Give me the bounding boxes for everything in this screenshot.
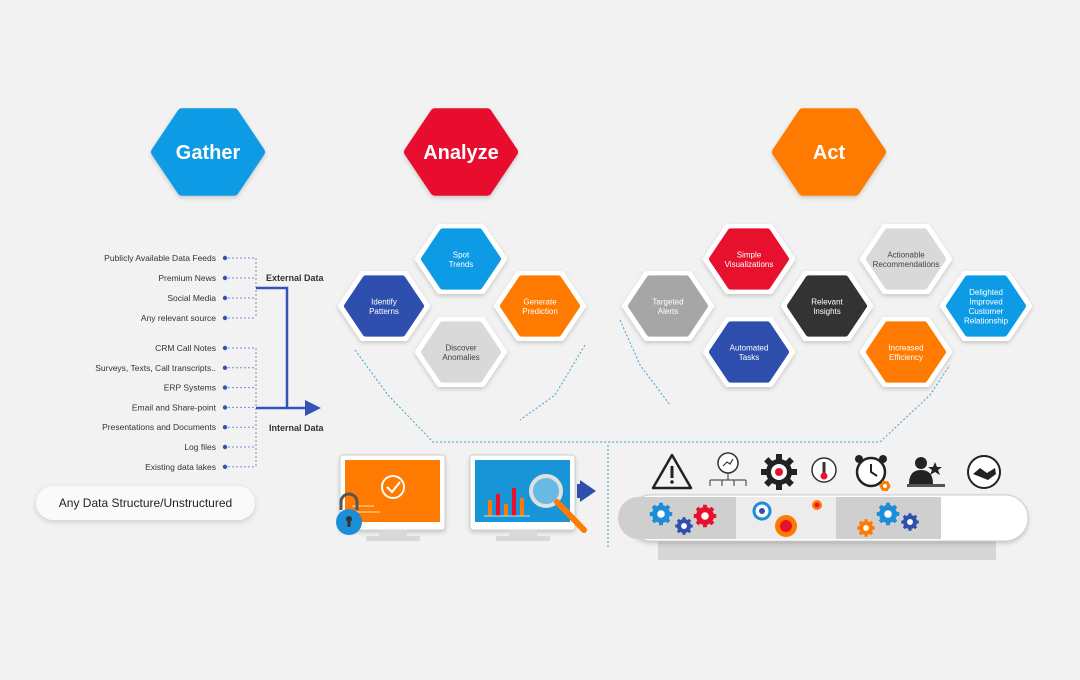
alarm-clock-icon xyxy=(855,455,891,492)
internal-data-label: Internal Data xyxy=(269,423,325,433)
hex-label: Automated xyxy=(730,343,769,352)
data-structure-pill: Any Data Structure/Unstructured xyxy=(36,486,255,520)
mini-bar xyxy=(512,488,516,516)
internal-source-label: CRM Call Notes xyxy=(155,343,216,353)
hex-label: Patterns xyxy=(369,307,399,316)
hex-label: Improved xyxy=(969,297,1002,306)
hex-label: Delighted xyxy=(969,288,1003,297)
bullet-dot xyxy=(222,275,228,281)
padlock-icon xyxy=(336,492,362,535)
hex-label: Identify xyxy=(371,297,397,306)
bullet-dot xyxy=(222,315,228,321)
gear-circle-icon xyxy=(761,454,797,490)
gear-icon xyxy=(857,519,875,537)
hex-label: Targeted xyxy=(652,297,683,306)
hex-label: Trends xyxy=(449,260,474,269)
thermometer-icon xyxy=(811,457,837,483)
bullet-dot xyxy=(222,385,228,390)
hex-label: Customer xyxy=(969,307,1004,316)
warning-icon xyxy=(651,453,693,490)
hex-label: Relationship xyxy=(964,316,1009,325)
hex-label: Discover xyxy=(445,343,476,352)
internal-source-label: Presentations and Documents xyxy=(102,422,216,432)
stage-gather: Gather xyxy=(151,108,265,196)
mini-bar xyxy=(520,498,524,516)
bullet-dot xyxy=(222,365,228,370)
gear-icon xyxy=(675,517,693,535)
dotted-connector xyxy=(519,344,586,421)
dotted-connector xyxy=(354,349,951,443)
hex-label: Recommendations xyxy=(873,260,940,269)
internal-source-label: Log files xyxy=(184,442,216,452)
hex-label: Simple xyxy=(737,250,762,259)
bullet-dot xyxy=(222,444,228,450)
check-icon xyxy=(381,475,405,499)
hex-label: Spot xyxy=(453,250,470,259)
external-source-label: Publicly Available Data Feeds xyxy=(104,253,216,263)
hex-label: Prediction xyxy=(522,307,558,316)
gear-icon xyxy=(901,513,919,531)
bullet-dot xyxy=(222,425,228,430)
external-source-label: Any relevant source xyxy=(141,313,216,323)
mini-bar xyxy=(504,504,508,516)
external-source-label: Social Media xyxy=(167,293,216,303)
arrow-right-icon xyxy=(305,400,321,416)
dotted-connector xyxy=(619,319,671,406)
hex-label: Anomalies xyxy=(442,353,479,362)
hex-label: Tasks xyxy=(739,353,759,362)
bullet-dot xyxy=(222,295,228,301)
gear-icon xyxy=(693,504,717,528)
external-source-label: Premium News xyxy=(158,273,216,283)
hex-label: Generate xyxy=(523,297,557,306)
hex-label: Relevant xyxy=(811,297,843,306)
bullet-dot xyxy=(222,405,228,410)
stage-title-act: Act xyxy=(813,142,846,164)
internal-source-label: Surveys, Texts, Call transcripts.. xyxy=(95,363,216,373)
hex-label: Insights xyxy=(813,307,841,316)
mini-bar xyxy=(496,494,500,516)
gear-icon xyxy=(649,502,673,526)
hex-label: Actionable xyxy=(887,250,925,259)
hex-label: Visualizations xyxy=(725,260,774,269)
magnifier-icon xyxy=(529,474,587,533)
bullet-dot xyxy=(222,464,228,469)
chart-hierarchy-icon xyxy=(709,452,747,486)
person-star-icon xyxy=(907,457,945,487)
arrow-right-icon xyxy=(580,480,596,502)
stage-title-analyze: Analyze xyxy=(423,142,499,164)
hex-label: Increased xyxy=(888,343,923,352)
secure-monitor xyxy=(336,454,446,541)
internal-source-label: Existing data lakes xyxy=(145,462,216,472)
analytics-monitor xyxy=(469,454,596,541)
analyze-hex-cluster: SpotTrendsIdentifyPatternsGeneratePredic… xyxy=(338,224,586,387)
gear-icon xyxy=(876,502,900,526)
stage-title-gather: Gather xyxy=(176,142,241,164)
hex-label: Alerts xyxy=(658,307,678,316)
stage-analyze: Analyze xyxy=(404,108,518,196)
internal-source-label: ERP Systems xyxy=(164,383,216,393)
conveyor-belt xyxy=(618,452,1029,560)
mini-bar xyxy=(488,500,492,516)
bullet-dot xyxy=(222,345,228,351)
internal-source-label: Email and Share-point xyxy=(132,402,217,412)
external-data-label: External Data xyxy=(266,273,325,283)
handshake-icon xyxy=(967,455,1001,489)
bullet-dot xyxy=(222,255,228,261)
stage-act: Act xyxy=(772,108,886,196)
hex-label: Efficiency xyxy=(889,353,923,362)
